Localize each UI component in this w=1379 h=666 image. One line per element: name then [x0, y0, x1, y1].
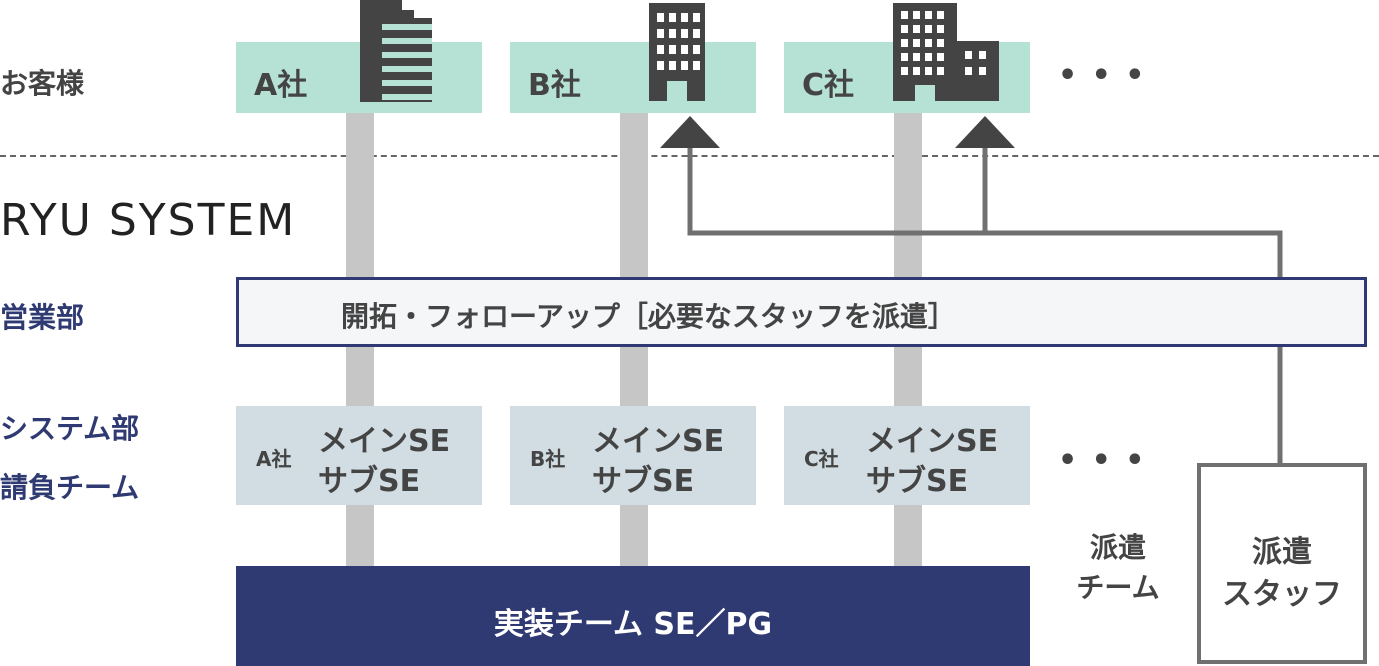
customers-label: お客様 — [0, 67, 85, 100]
sales-banner-text: 開拓・フォローアップ［必要なスタッフを派遣］ — [341, 300, 956, 333]
sales-dept-label: 営業部 — [0, 301, 85, 334]
system-company: C社 — [804, 447, 839, 471]
main-se-label: メインSE — [592, 424, 725, 459]
main-se-label: メインSE — [866, 424, 999, 459]
sub-se-label: サブSE — [866, 464, 969, 499]
company-label: RYU SYSTEM — [0, 195, 297, 246]
contract-team-label: 請負チーム — [0, 471, 140, 504]
dispatch-team-line1: 派遣 — [1089, 531, 1146, 564]
system-box-c: C社 メインSE サブSE — [784, 406, 1030, 505]
system-dept-label: システム部 — [0, 412, 140, 445]
client-c-name: C社 — [802, 68, 855, 103]
building-office-icon — [649, 3, 705, 101]
staff-line2: スタッフ — [1222, 577, 1342, 612]
dispatch-team-label: 派遣 チーム — [1070, 528, 1166, 608]
building-tall-icon — [360, 0, 432, 102]
sales-banner: 開拓・フォローアップ［必要なスタッフを派遣］ — [236, 277, 1367, 347]
dispatch-staff-box: 派遣 スタッフ — [1197, 463, 1367, 664]
sub-se-label: サブSE — [592, 464, 695, 499]
implementation-team-text: 実装チーム SE／PG — [493, 607, 773, 642]
arrow-head-c — [955, 116, 1015, 148]
sub-se-label: サブSE — [318, 464, 421, 499]
arrow-head-b — [660, 116, 720, 148]
system-company: A社 — [256, 447, 292, 471]
system-company: B社 — [530, 447, 566, 471]
more-teams-ellipsis: • • • — [1058, 443, 1147, 478]
more-clients-ellipsis: • • • — [1058, 58, 1147, 93]
system-box-a: A社 メインSE サブSE — [236, 406, 482, 505]
building-complex-icon — [893, 3, 999, 101]
system-box-b: B社 メインSE サブSE — [510, 406, 756, 505]
client-a-box: A社 — [236, 42, 482, 113]
client-a-name: A社 — [254, 68, 308, 103]
client-b-name: B社 — [528, 68, 581, 103]
implementation-team-bar: 実装チーム SE／PG — [236, 566, 1030, 666]
main-se-label: メインSE — [318, 424, 451, 459]
client-b-box: B社 — [510, 42, 756, 113]
staff-line1: 派遣 — [1252, 535, 1312, 570]
dispatch-team-line2: チーム — [1076, 571, 1160, 604]
